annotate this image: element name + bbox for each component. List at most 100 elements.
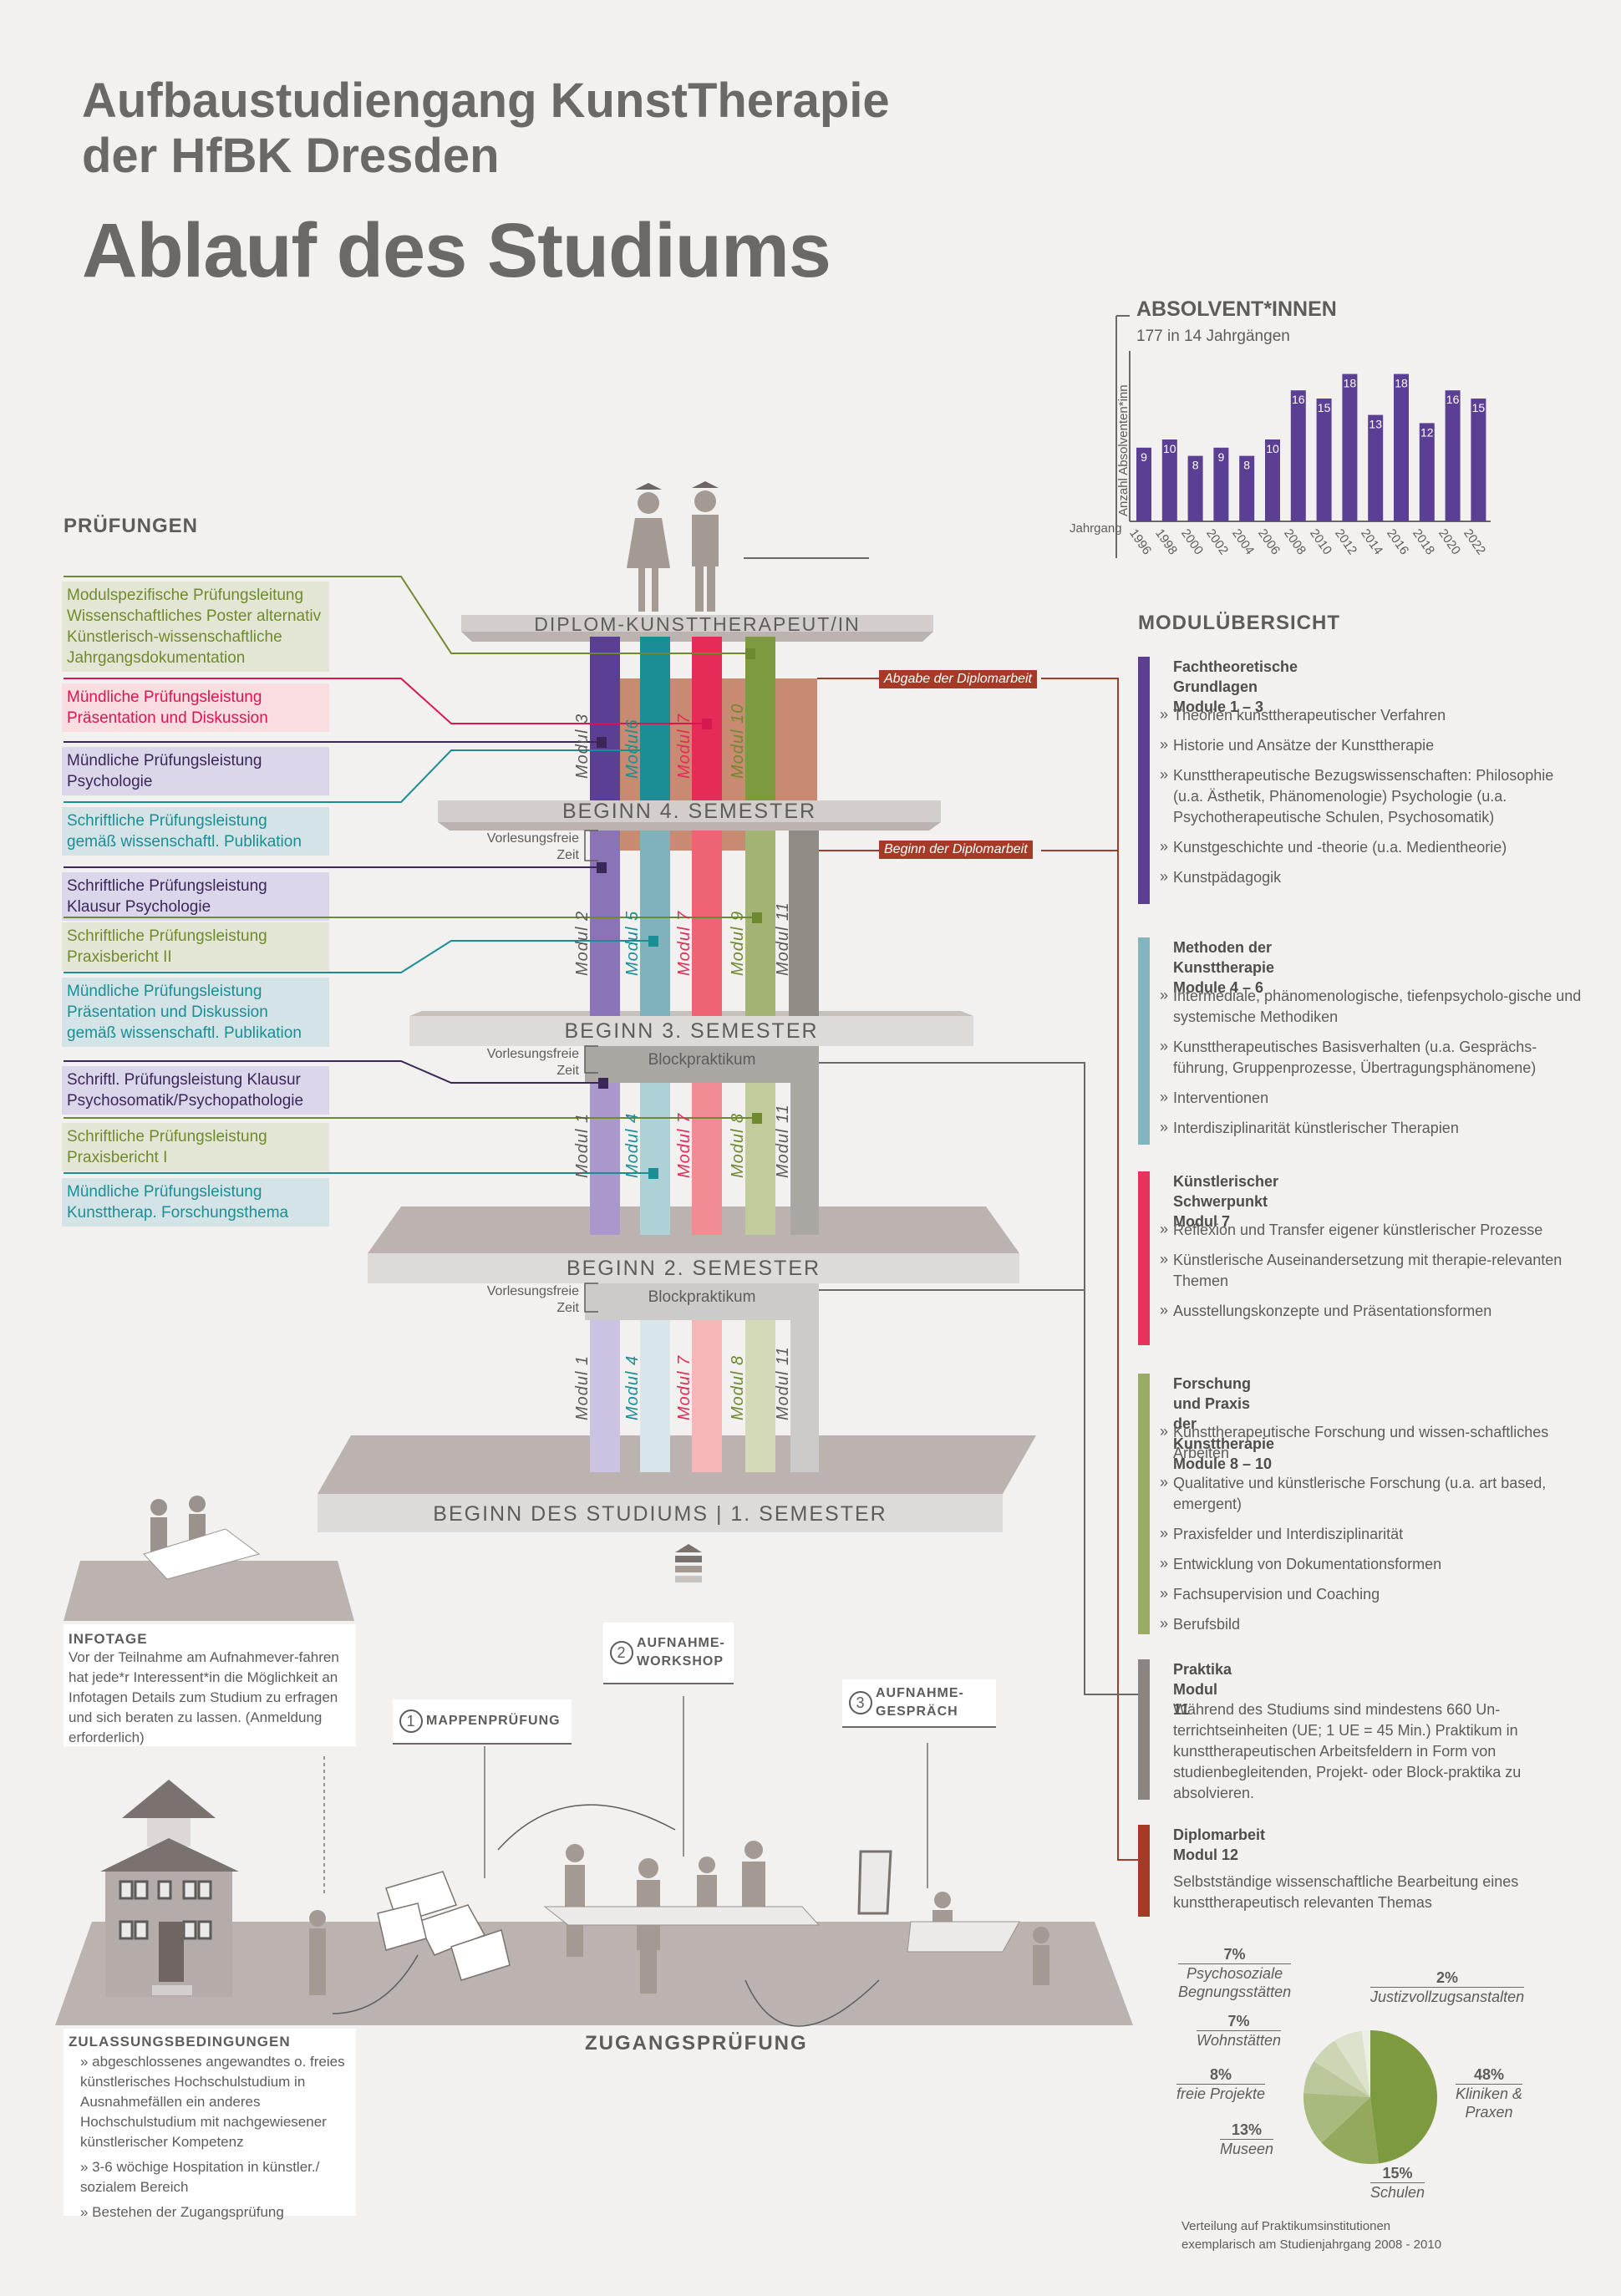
bar-2002 <box>1213 447 1229 521</box>
module-item: Fachsupervision und Coaching <box>1160 1583 1586 1605</box>
module-items: Intermediale, phänomenologische, tiefenp… <box>1160 985 1586 1148</box>
exam-box: Schriftliche Prüfungsleistung gemäß wiss… <box>62 807 329 856</box>
svg-text:10: 10 <box>1266 442 1279 455</box>
module-label: Modul 7 <box>675 1112 694 1178</box>
school-building-icon <box>100 1780 239 1997</box>
infotage-text: Vor der Teilnahme am Aufnahmever-fahren … <box>69 1649 339 1745</box>
pie-label-name: Kliniken & Praxen <box>1456 2084 1523 2121</box>
exam-box: Schriftliche Prüfungsleistung Klausur Ps… <box>62 872 329 921</box>
bar-2020 <box>1445 390 1461 521</box>
pie-label: 48%Kliniken & Praxen <box>1456 2065 1523 2121</box>
exam-box: Mündliche Prüfungsleistung Psychologie <box>62 747 329 795</box>
pie-label-name: Psychosoziale Begnungsstätten <box>1178 1963 1292 2000</box>
svg-text:13: 13 <box>1369 418 1382 431</box>
bar-2018 <box>1419 423 1435 521</box>
absolventen-xlabel: Jahrgang <box>1070 521 1122 536</box>
exam-box: Mündliche Prüfungsleistung Präsentation … <box>62 683 329 732</box>
pie-label-name: Museen <box>1220 2139 1274 2157</box>
pie-label-pct: 8% <box>1210 2066 1232 2083</box>
infotage-title: INFOTAGE <box>69 1631 148 1647</box>
module-range: Modul 11 <box>1173 1681 1217 1718</box>
module-label: Modul 11 <box>774 1104 792 1178</box>
header-line-2: der HfBK Dresden <box>82 129 500 183</box>
header-line-1: Aufbaustudiengang KunstTherapie <box>82 74 890 128</box>
module-label: Modul 7 <box>675 910 694 976</box>
zugangspruefung-label: ZUGANGSPRÜFUNG <box>585 2032 808 2055</box>
sem1-label: BEGINN DES STUDIUMS | 1. SEMESTER <box>433 1502 887 1526</box>
module-items: Theorien kunsttherapeutischer VerfahrenH… <box>1160 704 1586 897</box>
header-subtitle: Aufbaustudiengang KunstTherapie der HfBK… <box>82 74 890 184</box>
exam-box: Modulspezifische Prüfungsleitung Wissens… <box>62 582 329 672</box>
module-label: Modul 5 <box>623 910 642 976</box>
pie-label-pct: 15% <box>1382 2165 1413 2182</box>
abgabe-diplomarbeit-tag: Abgabe der Diplomarbeit <box>879 670 1037 688</box>
infotage-floor <box>64 1561 354 1621</box>
vorlesungsfrei-note-sem3: Vorlesungsfreie Zeit <box>486 831 579 862</box>
exam-box: Mündliche Prüfungsleistung Präsentation … <box>62 978 329 1047</box>
svg-text:18: 18 <box>1344 377 1357 390</box>
module-item: Qualitative und künstlerische Forschung … <box>1160 1472 1586 1515</box>
pie-slice-5 <box>1334 2030 1370 2097</box>
module-title: Methoden der Kunsttherapie <box>1173 939 1275 976</box>
pie-label-name: freie Projekte <box>1176 2084 1266 2102</box>
zulassung-item: » 3-6 wöchige Hospitation in künstler./ … <box>80 2159 320 2195</box>
page-title: Ablauf des Studiums <box>82 208 831 293</box>
vorlesungsfrei-note-sem1: Vorlesungsfreie Zeit <box>486 1284 579 1315</box>
exam-box: Schriftliche Prüfungsleistung Praxisberi… <box>62 922 329 971</box>
module-color-stripe <box>1138 1825 1150 1917</box>
module-label: Modul 8 <box>729 1112 747 1178</box>
module-item: Künstlerische Auseinandersetzung mit the… <box>1160 1249 1586 1292</box>
svg-text:8: 8 <box>1243 459 1250 472</box>
pie-slice-3 <box>1303 2061 1370 2097</box>
module-item: Kunstgeschichte und -theorie (u.a. Medie… <box>1160 836 1586 858</box>
svg-text:9: 9 <box>1218 450 1225 464</box>
zulassung-title: ZULASSUNGSBEDINGUNGEN <box>69 2034 291 2050</box>
module-item: Kunsttherapeutische Forschung und wissen… <box>1160 1421 1586 1464</box>
module-range: Modul 12 <box>1173 1846 1239 1863</box>
module-item: Interdisziplinarität künstlerischer Ther… <box>1160 1117 1586 1139</box>
module-color-stripe <box>1138 1171 1150 1345</box>
bar-2006 <box>1265 439 1280 521</box>
exam-box: Schriftl. Prüfungsleistung Klausur Psych… <box>62 1066 329 1115</box>
module-label: Modul 11 <box>774 1346 792 1420</box>
bar-2014 <box>1368 414 1384 521</box>
svg-text:10: 10 <box>1163 442 1176 455</box>
zulassung-box: ZULASSUNGSBEDINGUNGEN » abgeschlossenes … <box>64 2029 356 2220</box>
blockpraktikum-sem2: Blockpraktikum <box>648 1051 756 1069</box>
pie-slice-6 <box>1361 2030 1370 2097</box>
module-color-stripe <box>1138 657 1150 904</box>
pie-label: 15%Schulen <box>1370 2164 1425 2202</box>
bar-2000 <box>1187 455 1203 521</box>
module-item: Interventionen <box>1160 1087 1586 1109</box>
module-item: Ausstellungskonzepte und Präsentationsfo… <box>1160 1300 1586 1322</box>
bar-2010 <box>1316 399 1332 521</box>
module-label: Modul6 <box>623 719 642 779</box>
module-items: Kunsttherapeutische Forschung und wissen… <box>1160 1421 1586 1644</box>
module-item: Theorien kunsttherapeutischer Verfahren <box>1160 704 1586 726</box>
bar-1996 <box>1136 447 1151 521</box>
bar-2008 <box>1290 390 1306 521</box>
module-item: Entwicklung von Dokumentationsformen <box>1160 1553 1586 1575</box>
absolventen-ylabel: Anzahl Absolventen*inn <box>1116 384 1131 516</box>
absolventen-title: ABSOLVENT*INNEN <box>1136 297 1337 321</box>
vorlesungsfrei-note-sem2: Vorlesungsfreie Zeit <box>486 1047 579 1078</box>
module-label: Modul 7 <box>675 713 694 779</box>
module-items: Reflexion und Transfer eigener künstleri… <box>1160 1219 1586 1331</box>
platform-sem3 <box>409 1016 973 1046</box>
sem3-label: BEGINN 3. SEMESTER <box>564 1019 819 1043</box>
module-label: Modul 4 <box>623 1112 642 1178</box>
platform-diplom <box>461 615 933 632</box>
pie-label: 7%Psychosoziale Begnungsstätten <box>1178 1945 1292 2001</box>
pie-label-name: Schulen <box>1370 2182 1425 2201</box>
pie-caption: Verteilung auf Praktikumsinstitutionen e… <box>1181 2219 1442 2252</box>
svg-text:15: 15 <box>1472 401 1486 414</box>
step-label: AUFNAHME- WORKSHOP <box>637 1636 725 1669</box>
arrow-up-icon <box>675 1544 702 1582</box>
module-title: Fachtheoretische Grundlagen <box>1173 658 1298 695</box>
step-number-icon: 1 <box>399 1709 423 1733</box>
pie-slice-0 <box>1370 2030 1438 2164</box>
bar-2012 <box>1342 373 1358 521</box>
pie-label-pct: 48% <box>1474 2066 1505 2083</box>
